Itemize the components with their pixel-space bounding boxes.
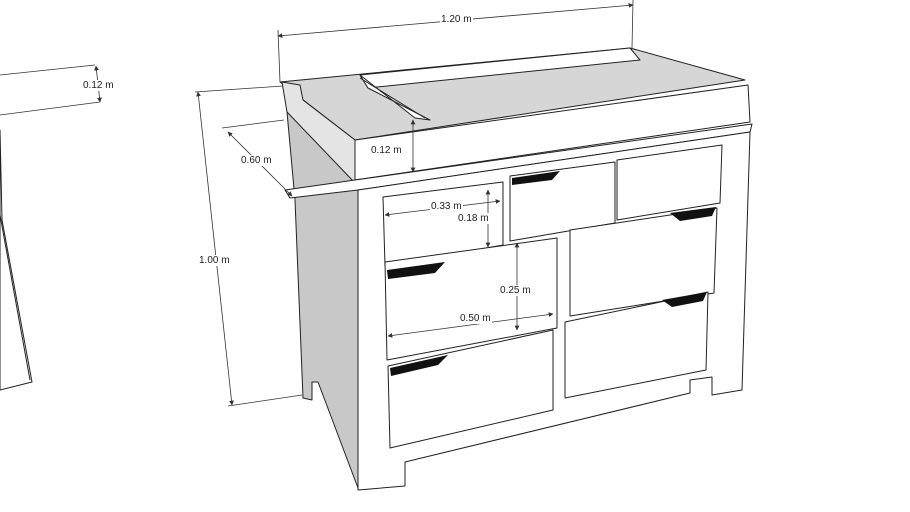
large-drawer-width-label: 0.50 m bbox=[459, 313, 492, 324]
small-drawer-width-label: 0.33 m bbox=[430, 201, 463, 212]
drawer[interactable] bbox=[616, 144, 723, 221]
width-label: 1.20 m bbox=[440, 14, 473, 25]
height-label: 1.00 m bbox=[198, 255, 231, 266]
small-drawer-height-label: 0.18 m bbox=[457, 213, 490, 224]
adjacent-object bbox=[0, 64, 101, 391]
handle-icon bbox=[512, 171, 560, 185]
depth-label: 0.60 m bbox=[240, 155, 273, 166]
drawers bbox=[382, 144, 723, 449]
handle-icon bbox=[390, 355, 448, 376]
large-drawer-height-label: 0.25 m bbox=[499, 285, 532, 296]
handle-icon bbox=[662, 292, 707, 307]
side-rail-height-label: 0.12 m bbox=[82, 80, 115, 91]
drawer[interactable] bbox=[569, 207, 718, 317]
changing-tray bbox=[279, 47, 751, 184]
drawer-handles bbox=[387, 171, 716, 376]
handle-icon bbox=[670, 207, 716, 221]
drawer[interactable] bbox=[564, 291, 709, 399]
handle-icon bbox=[387, 262, 445, 279]
tray-wall-height-label: 0.12 m bbox=[370, 145, 403, 156]
